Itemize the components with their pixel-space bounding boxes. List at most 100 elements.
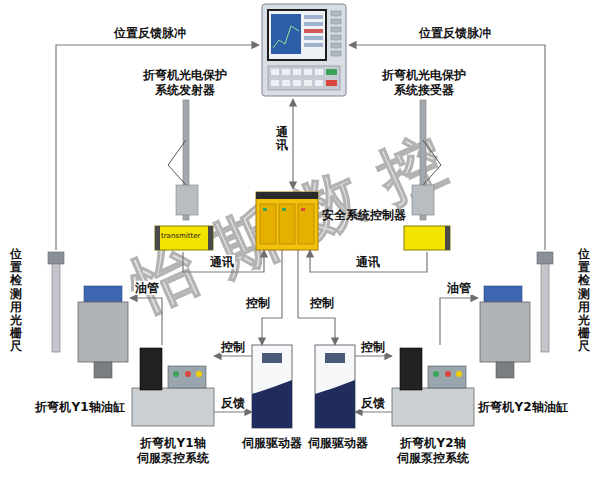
node-caption: 折弯机Y1轴油缸 bbox=[35, 400, 124, 415]
connector bbox=[440, 298, 478, 345]
cnc-monitor bbox=[262, 4, 346, 96]
servo-drive bbox=[262, 353, 282, 363]
cnc-monitor bbox=[304, 22, 323, 26]
cnc-monitor bbox=[315, 69, 323, 75]
node-caption: 伺服驱动器 bbox=[242, 436, 302, 451]
cnc-monitor bbox=[273, 26, 299, 48]
cnc-monitor bbox=[304, 15, 323, 19]
connector bbox=[214, 355, 252, 356]
edge-label: 控制 bbox=[245, 296, 271, 310]
servo-pump bbox=[392, 388, 474, 426]
cnc-monitor bbox=[304, 36, 323, 40]
cnc-monitor bbox=[271, 69, 279, 75]
safety-controller-device bbox=[256, 192, 318, 250]
cnc-monitor bbox=[304, 29, 323, 33]
edge-label: 控制 bbox=[220, 340, 246, 354]
cnc-monitor bbox=[304, 69, 312, 75]
servo-pump bbox=[428, 366, 466, 388]
receiver-device bbox=[423, 140, 441, 165]
servo-pump bbox=[185, 371, 191, 377]
servo-drive bbox=[252, 345, 355, 428]
connector bbox=[355, 355, 392, 356]
node-caption: 折弯机光电保护系统发射器 bbox=[142, 68, 228, 98]
edge-label: 通讯 bbox=[209, 255, 235, 269]
device-node: 折弯机光电保护系统接受器 bbox=[402, 100, 452, 252]
oil-cylinder bbox=[78, 302, 128, 362]
connector bbox=[310, 250, 427, 272]
transmitter-device bbox=[176, 185, 198, 215]
cnc-monitor bbox=[315, 80, 323, 86]
cnc-monitor bbox=[326, 69, 337, 75]
safety-controller-device bbox=[279, 204, 295, 244]
edge-label: 控制 bbox=[309, 296, 335, 310]
cnc-monitor bbox=[293, 80, 301, 86]
edge-label: 反馈 bbox=[220, 396, 246, 410]
servo-pump bbox=[173, 371, 179, 377]
cnc-monitor bbox=[267, 9, 327, 61]
servo-pump bbox=[400, 348, 422, 390]
cnc-monitor bbox=[262, 4, 346, 96]
safety-controller-device bbox=[301, 208, 305, 211]
transmitter-device bbox=[168, 140, 186, 165]
connector bbox=[130, 298, 162, 345]
feedback-label: 位置反馈脉冲 bbox=[419, 26, 491, 41]
safety-controller-device bbox=[256, 192, 318, 250]
servo-pump bbox=[132, 348, 474, 426]
edge-label: 油管 bbox=[134, 281, 160, 295]
transmitter-device bbox=[155, 226, 213, 250]
device-node: 伺服驱动器 bbox=[315, 345, 355, 428]
safety-controller-device bbox=[298, 204, 314, 244]
oil-cylinder bbox=[480, 302, 530, 362]
receiver-device bbox=[412, 185, 434, 215]
cnc-monitor bbox=[331, 19, 341, 24]
grating-ruler bbox=[52, 264, 60, 352]
node-caption: 位置检测用光栅尺 bbox=[578, 248, 590, 354]
device-node: 折弯机Y2轴油缸 bbox=[478, 284, 532, 380]
cnc-monitor bbox=[268, 66, 340, 90]
transmitter-device bbox=[208, 226, 213, 250]
cnc-monitor bbox=[269, 11, 325, 59]
device-node: 折弯机光电保护系统发射器transmitter bbox=[150, 100, 215, 252]
cnc-monitor bbox=[293, 69, 301, 75]
node-caption: 折弯机光电保护系统接受器 bbox=[381, 68, 467, 98]
connector bbox=[355, 411, 392, 412]
safety-controller-device bbox=[282, 208, 286, 211]
edge-label: 控制 bbox=[360, 340, 386, 354]
edge-label: 通讯 bbox=[355, 255, 381, 269]
receiver-device bbox=[404, 100, 450, 250]
device-node: 伺服驱动器 bbox=[252, 345, 292, 428]
servo-drive bbox=[325, 353, 345, 363]
transmitter-device bbox=[155, 226, 160, 250]
node-caption: 折弯机Y1轴伺服泵控系统 bbox=[137, 436, 210, 466]
node-caption: 折弯机Y2轴油缸 bbox=[478, 400, 567, 415]
connector bbox=[298, 250, 335, 345]
edge-label: 油管 bbox=[446, 281, 472, 295]
device-node: 位置检测用光栅尺 bbox=[534, 250, 557, 354]
transmitter-device bbox=[168, 165, 186, 185]
oil-cylinder bbox=[496, 362, 514, 378]
cnc-monitor bbox=[282, 69, 290, 75]
servo-drive bbox=[315, 380, 355, 428]
receiver-device bbox=[404, 226, 450, 250]
connector bbox=[214, 411, 252, 412]
cnc-monitor bbox=[271, 14, 301, 54]
servo-pump bbox=[456, 371, 462, 377]
grating-ruler bbox=[48, 252, 64, 264]
device-node: 安全系统控制器 bbox=[256, 192, 318, 250]
servo-drive bbox=[252, 380, 292, 428]
device-node: 位置检测用光栅尺 bbox=[45, 250, 68, 354]
signal-label: 通讯 bbox=[276, 126, 288, 152]
feedback-line bbox=[56, 45, 545, 250]
node-caption: 伺服驱动器 bbox=[308, 436, 368, 451]
grating-ruler bbox=[537, 252, 553, 264]
servo-pump bbox=[196, 371, 202, 377]
servo-drive bbox=[315, 345, 355, 428]
oil-cylinder bbox=[94, 362, 112, 378]
node-caption: 安全系统控制器 bbox=[322, 208, 406, 223]
comm-line bbox=[292, 99, 293, 189]
servo-pump bbox=[132, 388, 214, 426]
safety-controller-device bbox=[263, 208, 267, 211]
servo-drive bbox=[252, 345, 292, 428]
cnc-monitor bbox=[331, 27, 341, 32]
